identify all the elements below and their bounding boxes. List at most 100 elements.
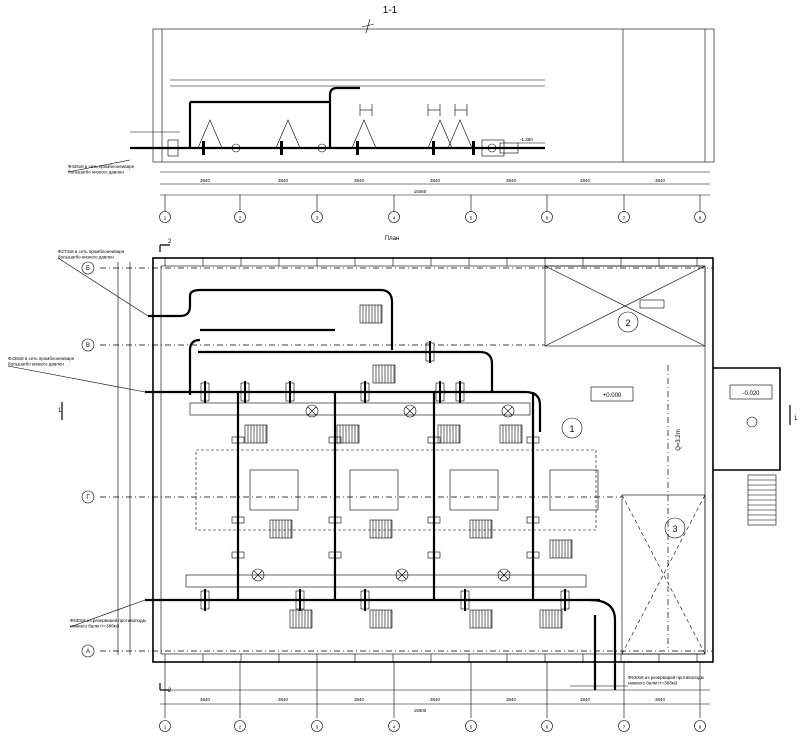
section-axis-6: 6 [541,211,553,223]
svg-text:А: А [86,649,90,655]
section-axis-7: 7 [618,211,630,223]
svg-text:1: 1 [164,216,167,221]
section-valves [167,104,519,157]
svg-text:В: В [86,343,90,349]
branch-valve-1-2 [231,516,245,524]
axis-letter-B: Б [81,261,95,275]
svg-text:3: 3 [316,725,319,730]
svg-text:Г: Г [86,495,90,501]
section-1-1: 1-1 [67,5,715,223]
grating-2 [372,364,396,384]
drain-1 [305,404,319,418]
axis-letter-G: Г [81,490,95,504]
plan-title: План [385,236,399,242]
svg-text:8: 8 [699,216,702,221]
crane-label: Q=3.2m [676,429,682,451]
plan-axis-3: 3 [311,720,323,732]
svg-text:3: 3 [316,216,319,221]
drain-4 [251,568,265,582]
valve-7 [200,589,210,611]
axis-letter-A: А [81,644,95,658]
plan-dim-1: 3840 [200,697,211,702]
plan-dim-total: 15900 [414,708,427,713]
section-title: 1-1 [383,5,398,16]
branch-valve-4-2 [526,516,540,524]
branch-valve-3-1 [427,436,441,444]
grating-12 [369,609,393,629]
svg-text:5: 5 [470,216,473,221]
level-main: +0.000 [603,393,622,399]
plan-axis-7: 7 [618,720,630,732]
valve-6 [455,381,465,403]
svg-text:8: 8 [699,725,702,730]
plan-dim-6: 3840 [580,697,591,702]
plan: План 2 3 1 +0.000 -0.020 Q=3. [7,236,798,732]
plan-axis-4: 4 [388,720,400,732]
section-axis-1: 1 [159,211,171,223]
drain-5 [395,568,409,582]
plan-axis-5: 5 [465,720,477,732]
plan-dim-4: 3840 [430,697,441,702]
grating-9 [469,519,493,539]
section-axis-8: 8 [694,211,706,223]
branch-valve-4-3 [526,551,540,559]
branch-valve-1-1 [231,436,245,444]
svg-text:4: 4 [393,216,396,221]
level-box-main [590,386,634,402]
valve-12 [425,341,435,363]
section-dim-2: 3840 [278,178,289,183]
wall-ticks [164,258,698,662]
grating-5 [437,424,461,444]
section-level-label: -1.350 [520,137,533,142]
drain-6 [497,568,511,582]
grating-8 [369,519,393,539]
svg-text:6: 6 [546,216,549,221]
section-axis-4: 4 [388,211,400,223]
room-2-label: 2 [625,318,630,328]
section-dim-4: 3840 [430,178,441,183]
drain-3 [501,404,515,418]
svg-text:1: 1 [164,725,167,730]
valve-10 [460,589,470,611]
plan-axis-8: 8 [694,720,706,732]
plan-dim-2: 3840 [278,697,289,702]
section-mark-left: 1 [58,408,62,414]
valve-3 [285,381,295,403]
section-axis-5: 5 [465,211,477,223]
plan-axis-2: 2 [234,720,246,732]
grating-4 [336,424,360,444]
plan-axis-6: 6 [541,720,553,732]
section-mark-right: 1 [794,416,798,422]
svg-text:2: 2 [239,216,242,221]
gratings [244,304,573,629]
svg-text:6: 6 [546,725,549,730]
svg-text:Б: Б [86,266,90,272]
svg-text:4: 4 [393,725,396,730]
axis-letter-V: В [81,338,95,352]
valve-1 [200,381,210,403]
valve-9 [360,589,370,611]
valve-11 [560,589,570,611]
grating-7 [269,519,293,539]
room-3-marker [664,517,686,539]
grating-6 [499,424,523,444]
stairs [747,474,777,526]
valve-2 [240,381,250,403]
room-1-label: 1 [569,424,574,434]
pipelines [145,288,617,690]
branch-valve-3-3 [427,551,441,559]
valve-5 [435,381,445,403]
plan-dim-7: 3840 [655,697,666,702]
section-axis-row: 1 2 3 4 5 6 7 8 [159,195,706,223]
section-axis-2: 2 [234,211,246,223]
branch-valve-4-1 [526,436,540,444]
section-outline [152,28,715,163]
section-dim-1: 3840 [200,178,211,183]
section-dim-7: 3840 [655,178,666,183]
branch-valve-1-3 [231,551,245,559]
plan-dim-5: 3840 [506,697,517,702]
section-mark-bottom: 2 [168,688,172,694]
